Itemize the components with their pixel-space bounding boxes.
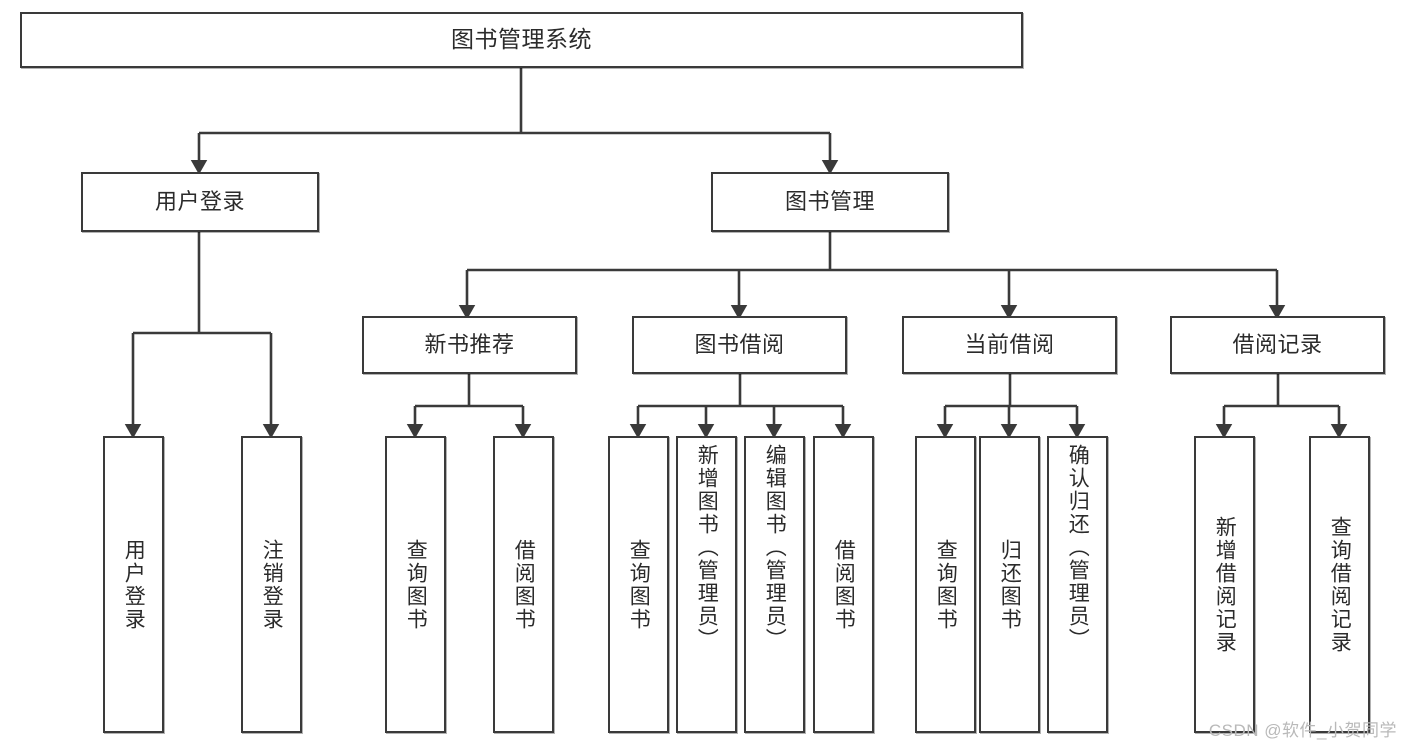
leaf-user-login-label: 用户登录 [122, 538, 146, 631]
node-borrow-record[interactable]: 借阅记录 [1170, 316, 1385, 374]
leaf-add-record[interactable]: 新增借阅记录 [1194, 436, 1255, 733]
leaf-query-book-3[interactable]: 查询图书 [915, 436, 976, 733]
leaf-query-book-1[interactable]: 查询图书 [385, 436, 446, 733]
leaf-borrow-book-2-label: 借阅图书 [832, 538, 856, 631]
node-root[interactable]: 图书管理系统 [20, 12, 1023, 68]
leaf-add-book-label: 新增图书（管理员） [695, 444, 719, 651]
leaf-query-record[interactable]: 查询借阅记录 [1309, 436, 1370, 733]
node-new-book-recommend-label: 新书推荐 [424, 332, 515, 358]
watermark-text: CSDN @软件_小贺同学 [1208, 721, 1397, 740]
leaf-edit-book-label: 编辑图书（管理员） [763, 444, 787, 651]
node-book-manage[interactable]: 图书管理 [711, 172, 949, 232]
node-book-manage-label: 图书管理 [784, 189, 875, 215]
node-user-login-label: 用户登录 [154, 189, 245, 215]
node-user-login[interactable]: 用户登录 [81, 172, 319, 232]
leaf-confirm-return-label: 确认归还（管理员） [1066, 444, 1090, 651]
leaf-borrow-book-2[interactable]: 借阅图书 [813, 436, 874, 733]
leaf-borrow-book-1[interactable]: 借阅图书 [493, 436, 554, 733]
node-new-book-recommend[interactable]: 新书推荐 [362, 316, 577, 374]
leaf-edit-book[interactable]: 编辑图书（管理员） [744, 436, 805, 733]
leaf-user-login[interactable]: 用户登录 [103, 436, 164, 733]
leaf-query-record-label: 查询借阅记录 [1328, 515, 1352, 654]
leaf-add-record-label: 新增借阅记录 [1213, 515, 1237, 654]
node-current-borrow[interactable]: 当前借阅 [902, 316, 1117, 374]
leaf-add-book[interactable]: 新增图书（管理员） [676, 436, 737, 733]
leaf-return-book[interactable]: 归还图书 [979, 436, 1040, 733]
leaf-return-book-label: 归还图书 [998, 538, 1022, 631]
leaf-logout-login-label: 注销登录 [260, 538, 284, 631]
node-root-label: 图书管理系统 [451, 26, 592, 53]
leaf-query-book-1-label: 查询图书 [404, 538, 428, 631]
leaf-confirm-return[interactable]: 确认归还（管理员） [1047, 436, 1108, 733]
node-borrow-record-label: 借阅记录 [1232, 332, 1323, 358]
leaf-logout-login[interactable]: 注销登录 [241, 436, 302, 733]
leaf-query-book-2-label: 查询图书 [627, 538, 651, 631]
leaf-query-book-2[interactable]: 查询图书 [608, 436, 669, 733]
leaf-query-book-3-label: 查询图书 [934, 538, 958, 631]
node-current-borrow-label: 当前借阅 [964, 332, 1055, 358]
node-book-borrow-label: 图书借阅 [694, 332, 785, 358]
node-book-borrow[interactable]: 图书借阅 [632, 316, 847, 374]
leaf-borrow-book-1-label: 借阅图书 [512, 538, 536, 631]
